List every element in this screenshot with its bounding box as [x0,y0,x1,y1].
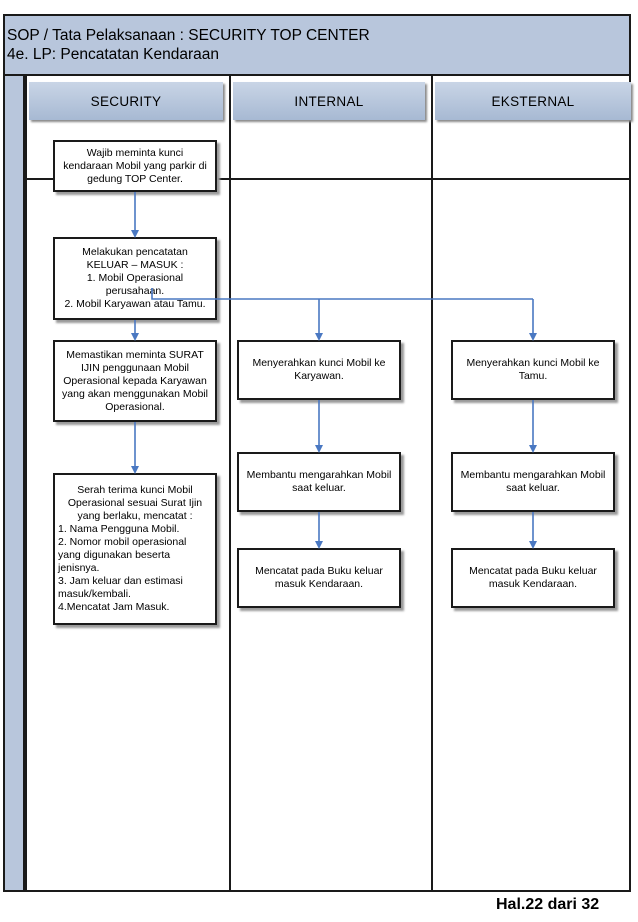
security-step-4: Serah terima kunci Mobil Operasional ses… [53,473,217,625]
title-band: SOP / Tata Pelaksanaan : SECURITY TOP CE… [5,16,629,76]
lane-eksternal: EKSTERNAL [431,76,631,890]
box-text-line: yang berlaku, mencatat : [77,510,193,522]
lane-divider [433,178,629,180]
box-text-line: Melakukan pencatatan [82,246,188,258]
box-text-line: 2. Nomor mobil operasional [58,536,187,548]
eksternal-step-3: Mencatat pada Buku keluar masuk Kendaraa… [451,548,615,608]
box-text-line: IJIN penggunaan Mobil [81,361,189,374]
left-strip [5,76,25,890]
internal-step-1: Menyerahkan kunci Mobil ke Karyawan. [237,340,401,400]
box-text-line: kendaraan Mobil yang parkir di [63,159,207,172]
box-text-line: Menyerahkan kunci Mobil ke [252,357,386,369]
box-text-line: Karyawan. [294,370,344,382]
box-text-line: 2. Mobil Karyawan atau Tamu. [64,298,206,310]
lane-internal: INTERNAL [229,76,431,890]
box-text-line: perusahaan. [105,285,165,297]
box-text-line: saat keluar. [292,482,346,494]
box-text-line: Operasional kepada Karyawan [63,374,207,387]
box-text-line: Serah terima kunci Mobil [77,484,193,496]
box-text-line: Mencatat pada Buku keluar [469,565,597,577]
box-text-line: Mencatat pada Buku keluar [255,565,383,577]
lane-header-eksternal: EKSTERNAL [435,82,631,120]
box-text-line: 1. Nama Pengguna Mobil. [58,523,180,535]
box-text-line: KELUAR – MASUK : [86,259,184,271]
box-text-line: saat keluar. [506,482,560,494]
box-text-line: 3. Jam keluar dan estimasi [58,575,183,587]
box-text-line: Tamu. [518,370,548,382]
box-text-line: Membantu mengarahkan Mobil [460,469,606,481]
box-text-line: 1. Mobil Operasional [86,272,184,284]
lane-header-internal: INTERNAL [233,82,425,120]
box-text-line: Menyerahkan kunci Mobil ke [466,357,600,369]
page-subtitle: 4e. LP: Pencatatan Kendaraan [7,46,219,63]
page-number: Hal.22 dari 32 [496,896,600,913]
security-step-1: Wajib meminta kunci kendaraan Mobil yang… [53,140,217,192]
box-text-line: 4.Mencatat Jam Masuk. [58,601,170,613]
box-text-line: Membantu mengarahkan Mobil [246,469,392,481]
box-text-line: Memastikan meminta SURAT [66,348,204,361]
box-text-line: masuk Kendaraan. [274,578,364,590]
internal-step-2: Membantu mengarahkan Mobil saat keluar. [237,452,401,512]
box-text-line: masuk/kembali. [58,588,131,600]
box-text-line: Wajib meminta kunci [86,146,184,159]
box-text-line: yang akan menggunakan Mobil [62,387,208,400]
page-title: SOP / Tata Pelaksanaan : SECURITY TOP CE… [7,27,370,44]
eksternal-step-1: Menyerahkan kunci Mobil ke Tamu. [451,340,615,400]
security-step-3: Memastikan meminta SURAT IJIN penggunaan… [53,340,217,422]
security-step-2: Melakukan pencatatan KELUAR – MASUK : 1.… [53,237,217,320]
box-text-line: masuk Kendaraan. [488,578,578,590]
lane-divider [231,178,431,180]
box-text-line: Operasional. [105,400,165,413]
box-text-line: Operasional sesuai Surat Ijin [67,497,203,509]
box-text-line: jenisnya. [58,562,100,574]
lane-header-security: SECURITY [29,82,223,120]
internal-step-3: Mencatat pada Buku keluar masuk Kendaraa… [237,548,401,608]
box-text-line: yang digunakan beserta [58,549,171,561]
eksternal-step-2: Membantu mengarahkan Mobil saat keluar. [451,452,615,512]
box-text-line: gedung TOP Center. [87,172,183,185]
